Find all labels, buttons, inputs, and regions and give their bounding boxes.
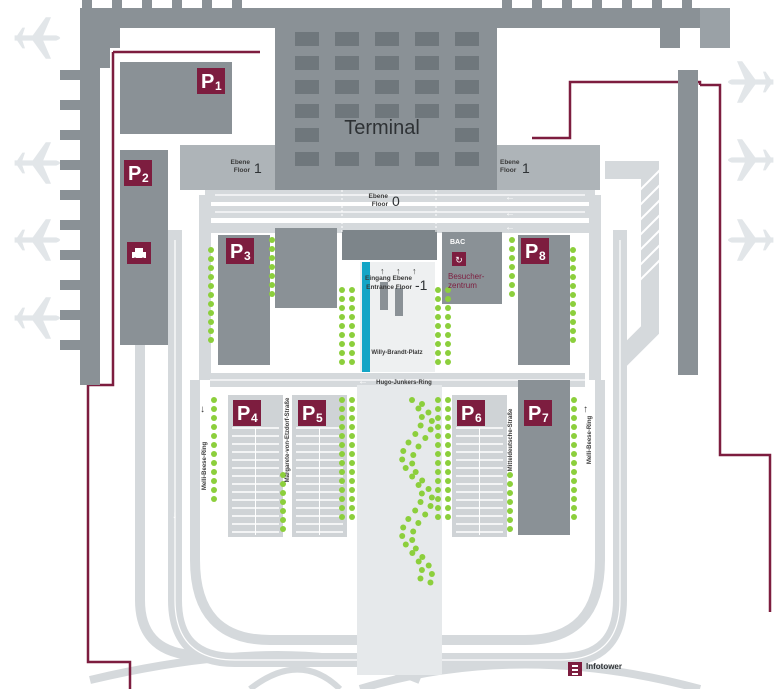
- airplane-icon: [727, 139, 774, 181]
- airplane-icon: [727, 219, 774, 261]
- trees: [208, 237, 577, 586]
- airplanes: [14, 17, 774, 339]
- floor-en: Floor: [500, 167, 517, 174]
- airplane-icon: [14, 142, 61, 184]
- airport-boundary: [86, 50, 772, 689]
- floor-number: 1: [254, 160, 262, 176]
- visitor-center-label-2: zentrum: [448, 281, 477, 290]
- infotower: Infotower: [568, 662, 622, 676]
- visitor-center-badge: BAC: [450, 239, 465, 246]
- inner-building-right: [442, 232, 502, 304]
- street-right-label: Melli-Beese-Ring: [587, 415, 593, 464]
- parking-letter: P: [525, 241, 538, 263]
- plaza-area: [360, 262, 435, 372]
- floor-level1-right: Ebene Floor 1: [500, 159, 530, 176]
- ring-label: Hugo-Junkers-Ring: [376, 380, 432, 386]
- svg-text:↑: ↑: [412, 266, 417, 276]
- parking-letter: P: [528, 403, 541, 425]
- parking-number: 3: [244, 249, 251, 263]
- floor-entrance: Eingang Ebene Entrance Floor -1: [365, 275, 428, 293]
- visitor-center-label: Besucher-: [448, 272, 485, 281]
- street-p4p5-label: Margarete-von-Etzdorf-Straße: [285, 397, 291, 482]
- infotower-label: Infotower: [586, 662, 622, 671]
- parking-number: 1: [215, 79, 222, 93]
- terminal-building: [180, 18, 600, 260]
- parking-number: 7: [542, 411, 549, 425]
- floor-number: 0: [392, 193, 400, 209]
- parking-number: 5: [316, 411, 323, 425]
- floor-en: Floor: [372, 201, 389, 208]
- parking-letter: P: [461, 403, 474, 425]
- taxi-icon: [127, 242, 151, 264]
- street-p7-label: Mitteldeutsche-Straße: [508, 408, 514, 471]
- airplane-icon: [727, 61, 774, 103]
- floor-en: Floor: [234, 167, 251, 174]
- svg-text:↑: ↑: [583, 404, 588, 415]
- airplane-icon: [14, 17, 61, 59]
- visitor-center: BAC ↻ Besucher- zentrum: [448, 239, 485, 290]
- parking-number: 2: [142, 171, 149, 185]
- parking-letter: P: [237, 403, 250, 425]
- street-left-label: Melli-Beese-Ring: [202, 441, 208, 490]
- svg-text:←: ←: [358, 376, 368, 387]
- floor-level1-left: Ebene Floor 1: [230, 159, 262, 176]
- floor-en: Entrance Floor: [366, 284, 412, 291]
- svg-text:↑: ↑: [396, 266, 401, 276]
- svg-text:←: ←: [505, 222, 515, 233]
- parking-letter: P: [230, 241, 243, 263]
- floor-de: Ebene: [368, 193, 388, 200]
- parking-letter: P: [201, 71, 214, 93]
- svg-text:↓: ↓: [172, 510, 177, 521]
- parking-letter: P: [128, 163, 141, 185]
- water-feature: [362, 262, 370, 372]
- parking-number: 8: [539, 249, 546, 263]
- floor-level0: Ebene Floor 0: [368, 193, 400, 209]
- parking-number: 6: [475, 411, 482, 425]
- svg-text:↑: ↑: [380, 266, 385, 276]
- svg-text:↓: ↓: [200, 404, 205, 415]
- airplane-icon: [14, 219, 61, 261]
- svg-text:←: ←: [505, 208, 515, 219]
- floor-number: 1: [522, 160, 530, 176]
- central-mall: [357, 385, 442, 675]
- visitor-center-icon: [452, 252, 466, 266]
- plaza-label: Willy-Brandt-Platz: [371, 350, 422, 356]
- floor-number: -1: [415, 277, 428, 293]
- parking-number: 4: [251, 411, 258, 425]
- floor-de: Ebene: [230, 159, 250, 166]
- floor-de: Ebene: [500, 159, 520, 166]
- parking-letter: P: [302, 403, 315, 425]
- terminal-label: Terminal: [344, 117, 420, 139]
- inner-building-left: [275, 228, 337, 308]
- ramp-hatch: [629, 169, 661, 291]
- airplane-icon: [14, 297, 61, 339]
- svg-text:↻: ↻: [455, 255, 463, 265]
- floor-de: Eingang Ebene: [365, 275, 412, 282]
- arrow-icon: ← ← ← ← ↓ ↓ ↑ ↑ ↑ ↑ ↑: [172, 192, 612, 521]
- svg-text:↑: ↑: [607, 508, 612, 519]
- svg-text:←: ←: [505, 192, 515, 203]
